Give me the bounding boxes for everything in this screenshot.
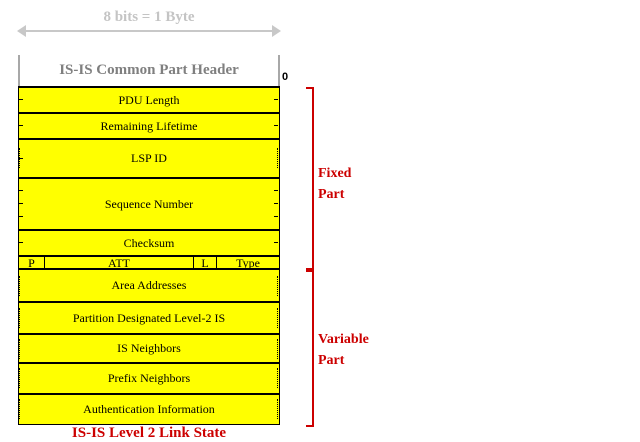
arrow-right-icon [272, 25, 281, 37]
byte-offset-zero: 0 [282, 71, 289, 83]
header-right-edge [278, 55, 280, 87]
row-divider [18, 177, 280, 179]
variable-length-marker [277, 148, 278, 168]
byte-tick [19, 216, 23, 217]
variable-length-marker [277, 276, 278, 296]
field-att-bits: ATT [108, 256, 130, 270]
field-partition-bit: P [28, 256, 35, 270]
field-checksum: Checksum [123, 235, 175, 250]
variable-part-bracket [306, 270, 314, 427]
variable-length-marker [277, 399, 278, 419]
byte-tick [274, 125, 278, 126]
field-lsp-id: LSP ID [131, 151, 167, 165]
row-divider [18, 301, 280, 303]
field-remaining-lifetime: Remaining Lifetime [100, 118, 198, 133]
field-is-neighbors: IS Neighbors [117, 341, 181, 355]
row-divider [18, 255, 280, 257]
byte-width-ruler [24, 30, 274, 32]
byte-tick [274, 190, 278, 191]
variable-length-marker [19, 339, 20, 359]
byte-tick [19, 242, 23, 243]
row-divider [18, 112, 280, 114]
byte-width-label: 8 bits = 1 Byte [103, 9, 195, 25]
row-divider [18, 362, 280, 364]
fixed-part-label-line1: Fixed [318, 166, 352, 181]
variable-length-marker [277, 368, 278, 388]
variable-length-marker [277, 339, 278, 359]
variable-length-marker [277, 308, 278, 328]
fixed-part-bracket [306, 87, 314, 270]
variable-length-marker [19, 399, 20, 419]
fixed-part-label: Fixed Part [318, 163, 351, 205]
header-left-edge [18, 55, 20, 87]
field-is-type: Type [236, 256, 260, 270]
row-divider [18, 268, 280, 270]
row-divider [18, 393, 280, 395]
variable-part-label: Variable Part [318, 329, 369, 371]
variable-length-marker [19, 276, 20, 296]
field-pdu-length: PDU Length [118, 92, 180, 107]
row-divider [18, 138, 280, 140]
byte-tick [19, 99, 23, 100]
byte-tick [19, 203, 23, 204]
diagram-caption: IS-IS Level 2 Link State [71, 425, 227, 441]
row-divider [18, 86, 280, 88]
variable-length-marker [19, 308, 20, 328]
flag-divider [193, 256, 194, 268]
variable-part-label-line1: Variable [318, 332, 369, 347]
field-authentication: Authentication Information [83, 401, 215, 416]
field-partition-dis: Partition Designated Level-2 IS [72, 310, 226, 325]
field-area-addresses: Area Addresses [111, 278, 187, 292]
byte-tick [274, 242, 278, 243]
common-header-title: IS-IS Common Part Header [59, 62, 239, 78]
field-prefix-neighbors: Prefix Neighbors [107, 371, 191, 385]
field-overload-bit: L [201, 256, 209, 270]
row-divider [18, 229, 280, 231]
fixed-part-label-line2: Part [318, 187, 345, 202]
arrow-left-icon [17, 25, 26, 37]
byte-tick [274, 203, 278, 204]
byte-tick [19, 125, 23, 126]
variable-length-marker [19, 148, 20, 168]
variable-length-marker [19, 368, 20, 388]
byte-tick [19, 190, 23, 191]
variable-part-label-line2: Part [318, 353, 345, 368]
byte-tick [274, 216, 278, 217]
flag-divider [216, 256, 217, 268]
byte-tick [274, 99, 278, 100]
row-divider [18, 333, 280, 335]
field-sequence-number: Sequence Number [104, 196, 194, 211]
byte-tick [19, 158, 23, 159]
flag-divider [44, 256, 45, 268]
